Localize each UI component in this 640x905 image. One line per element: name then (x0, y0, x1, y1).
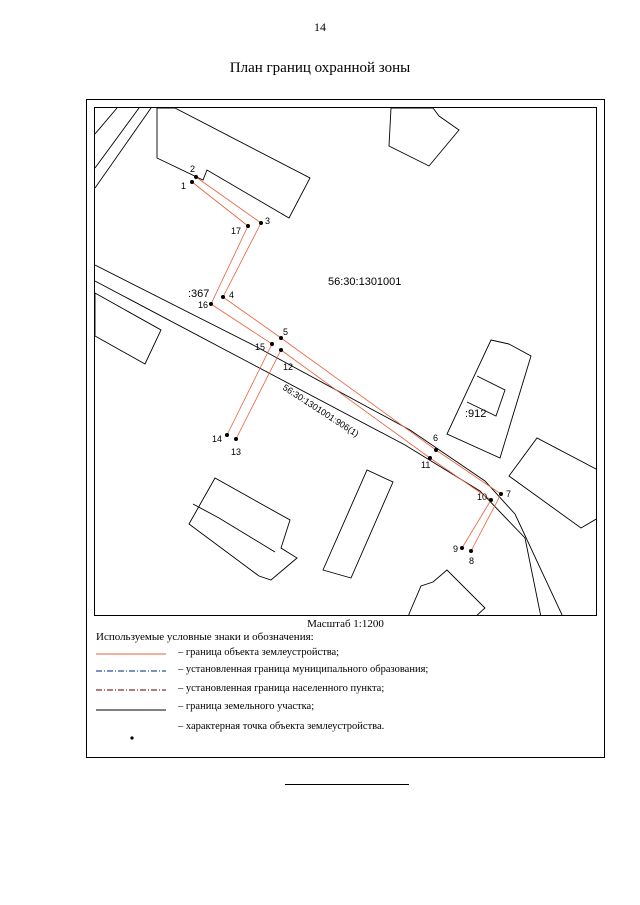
point-label-6: 6 (433, 433, 438, 443)
map-svg: 1 2 3 4 5 6 7 8 9 10 11 12 13 14 15 16 1… (95, 108, 596, 615)
legend-item-object-boundary: – граница объекта землеустройства; (96, 646, 596, 662)
point-label-7: 7 (506, 489, 511, 499)
object-boundary (191, 176, 502, 552)
point-label-15: 15 (255, 342, 265, 352)
point-label-11: 11 (421, 460, 430, 470)
point-label-5: 5 (283, 327, 288, 337)
building-bottom-center (322, 469, 394, 579)
legend-label-municipal-boundary: – установленная граница муниципального о… (178, 664, 429, 675)
legend-item-municipal-boundary: – установленная граница муниципального о… (96, 663, 596, 679)
point-label-10: 10 (477, 492, 487, 502)
building-bottom-right (408, 569, 486, 615)
characteristic-points (190, 175, 503, 553)
boundary-segment-15-14 (226, 343, 273, 436)
point-label-17: 17 (231, 226, 241, 236)
point-label-2: 2 (190, 164, 195, 174)
legend-label-object-boundary: – граница объекта землеустройства; (178, 647, 340, 658)
legend-item-land-parcel-boundary: – граница земельного участка; (96, 700, 596, 716)
parcel-912-label: :912 (465, 408, 486, 420)
point-4-marker (221, 295, 225, 299)
legend-label-characteristic-point: – характерная точка объекта землеустройс… (178, 721, 385, 732)
boundary-segment-11-10 (429, 457, 492, 501)
boundary-segment-1-17 (191, 181, 249, 227)
boundary-segment-5-6 (280, 337, 437, 451)
point-3-marker (259, 221, 263, 225)
point-label-9: 9 (453, 544, 458, 554)
parcel-912 (446, 339, 532, 459)
legend-sample-settlement-boundary (96, 689, 166, 691)
legend-item-characteristic-point: – характерная точка объекта землеустройс… (96, 720, 596, 740)
point-13-marker (234, 437, 238, 441)
parcel-boundary-top-left-3 (95, 108, 152, 189)
point-2-marker (194, 175, 198, 179)
building-bottom-left (188, 477, 298, 581)
point-label-16: 16 (198, 300, 208, 310)
road-boundary-north (95, 264, 563, 615)
point-11-marker (428, 456, 432, 460)
legend-sample-characteristic-point (130, 736, 134, 740)
legend-label-land-parcel-boundary: – граница земельного участка; (178, 701, 315, 712)
point-label-1: 1 (181, 181, 186, 191)
point-label-8: 8 (469, 556, 474, 566)
scale-caption: Масштаб 1:1200 (307, 618, 384, 630)
boundary-segment-16-15 (210, 303, 273, 345)
point-9-marker (460, 546, 464, 550)
point-8-marker (469, 549, 473, 553)
boundary-segment-7-8 (470, 493, 502, 552)
legend-item-settlement-boundary: – установленная граница населенного пунк… (96, 682, 596, 698)
signature-line (285, 784, 409, 785)
legend-sample-municipal-boundary (96, 670, 166, 672)
boundary-segment-12-11 (280, 349, 431, 459)
point-label-13: 13 (231, 447, 241, 457)
point-14-marker (225, 433, 229, 437)
parcel-boundary-top-left-1 (95, 108, 118, 135)
legend-label-settlement-boundary: – установленная граница населенного пунк… (178, 683, 385, 694)
building-left (95, 292, 162, 365)
map-area: 1 2 3 4 5 6 7 8 9 10 11 12 13 14 15 16 1… (94, 107, 597, 616)
point-7-marker (499, 492, 503, 496)
boundary-segment-10-9 (461, 499, 492, 549)
boundary-segment-17-16 (210, 225, 249, 305)
parcel-boundary-top-left-2 (95, 108, 140, 169)
point-label-12: 12 (283, 362, 293, 372)
boundary-segment-2-3 (195, 176, 262, 224)
point-1-marker (190, 180, 194, 184)
road-boundary-south (95, 280, 542, 615)
boundary-segment-3-4 (222, 222, 262, 298)
boundary-segment-12-13 (235, 349, 282, 440)
legend-sample-land-parcel-boundary (96, 709, 166, 711)
boundary-segment-4-5 (222, 296, 282, 339)
point-15-marker (270, 342, 274, 346)
page-title: План границ охранной зоны (229, 60, 411, 76)
point-labels: 1 2 3 4 5 6 7 8 9 10 11 12 13 14 15 16 1… (181, 164, 511, 566)
legend-title: Используемые условные знаки и обозначени… (96, 631, 314, 643)
point-10-marker (489, 498, 493, 502)
parcel-labels: 56:30:1301001 :912 :367 56:30:1301001:90… (188, 276, 486, 439)
building-right (508, 437, 596, 529)
point-17-marker (246, 224, 250, 228)
sheet-frame (86, 99, 605, 758)
building-top-right (388, 108, 460, 167)
page-number: 14 (314, 20, 326, 34)
map-land-parcels (95, 108, 596, 615)
building-bottom-left-divider (192, 503, 276, 553)
building-top-center (156, 108, 311, 219)
point-label-4: 4 (229, 290, 234, 300)
point-label-3: 3 (265, 216, 270, 226)
point-5-marker (279, 336, 283, 340)
legend-sample-object-boundary (96, 653, 166, 655)
parcel-367-label: :367 (188, 288, 209, 300)
point-label-14: 14 (212, 434, 222, 444)
cadastral-quarter-label: 56:30:1301001 (328, 276, 401, 288)
parcel-912-divider (466, 375, 506, 417)
boundary-segment-6-7 (435, 449, 502, 495)
point-6-marker (434, 448, 438, 452)
point-12-marker (279, 348, 283, 352)
parcel-906-label: 56:30:1301001:906(1) (281, 382, 361, 439)
point-16-marker (209, 302, 213, 306)
